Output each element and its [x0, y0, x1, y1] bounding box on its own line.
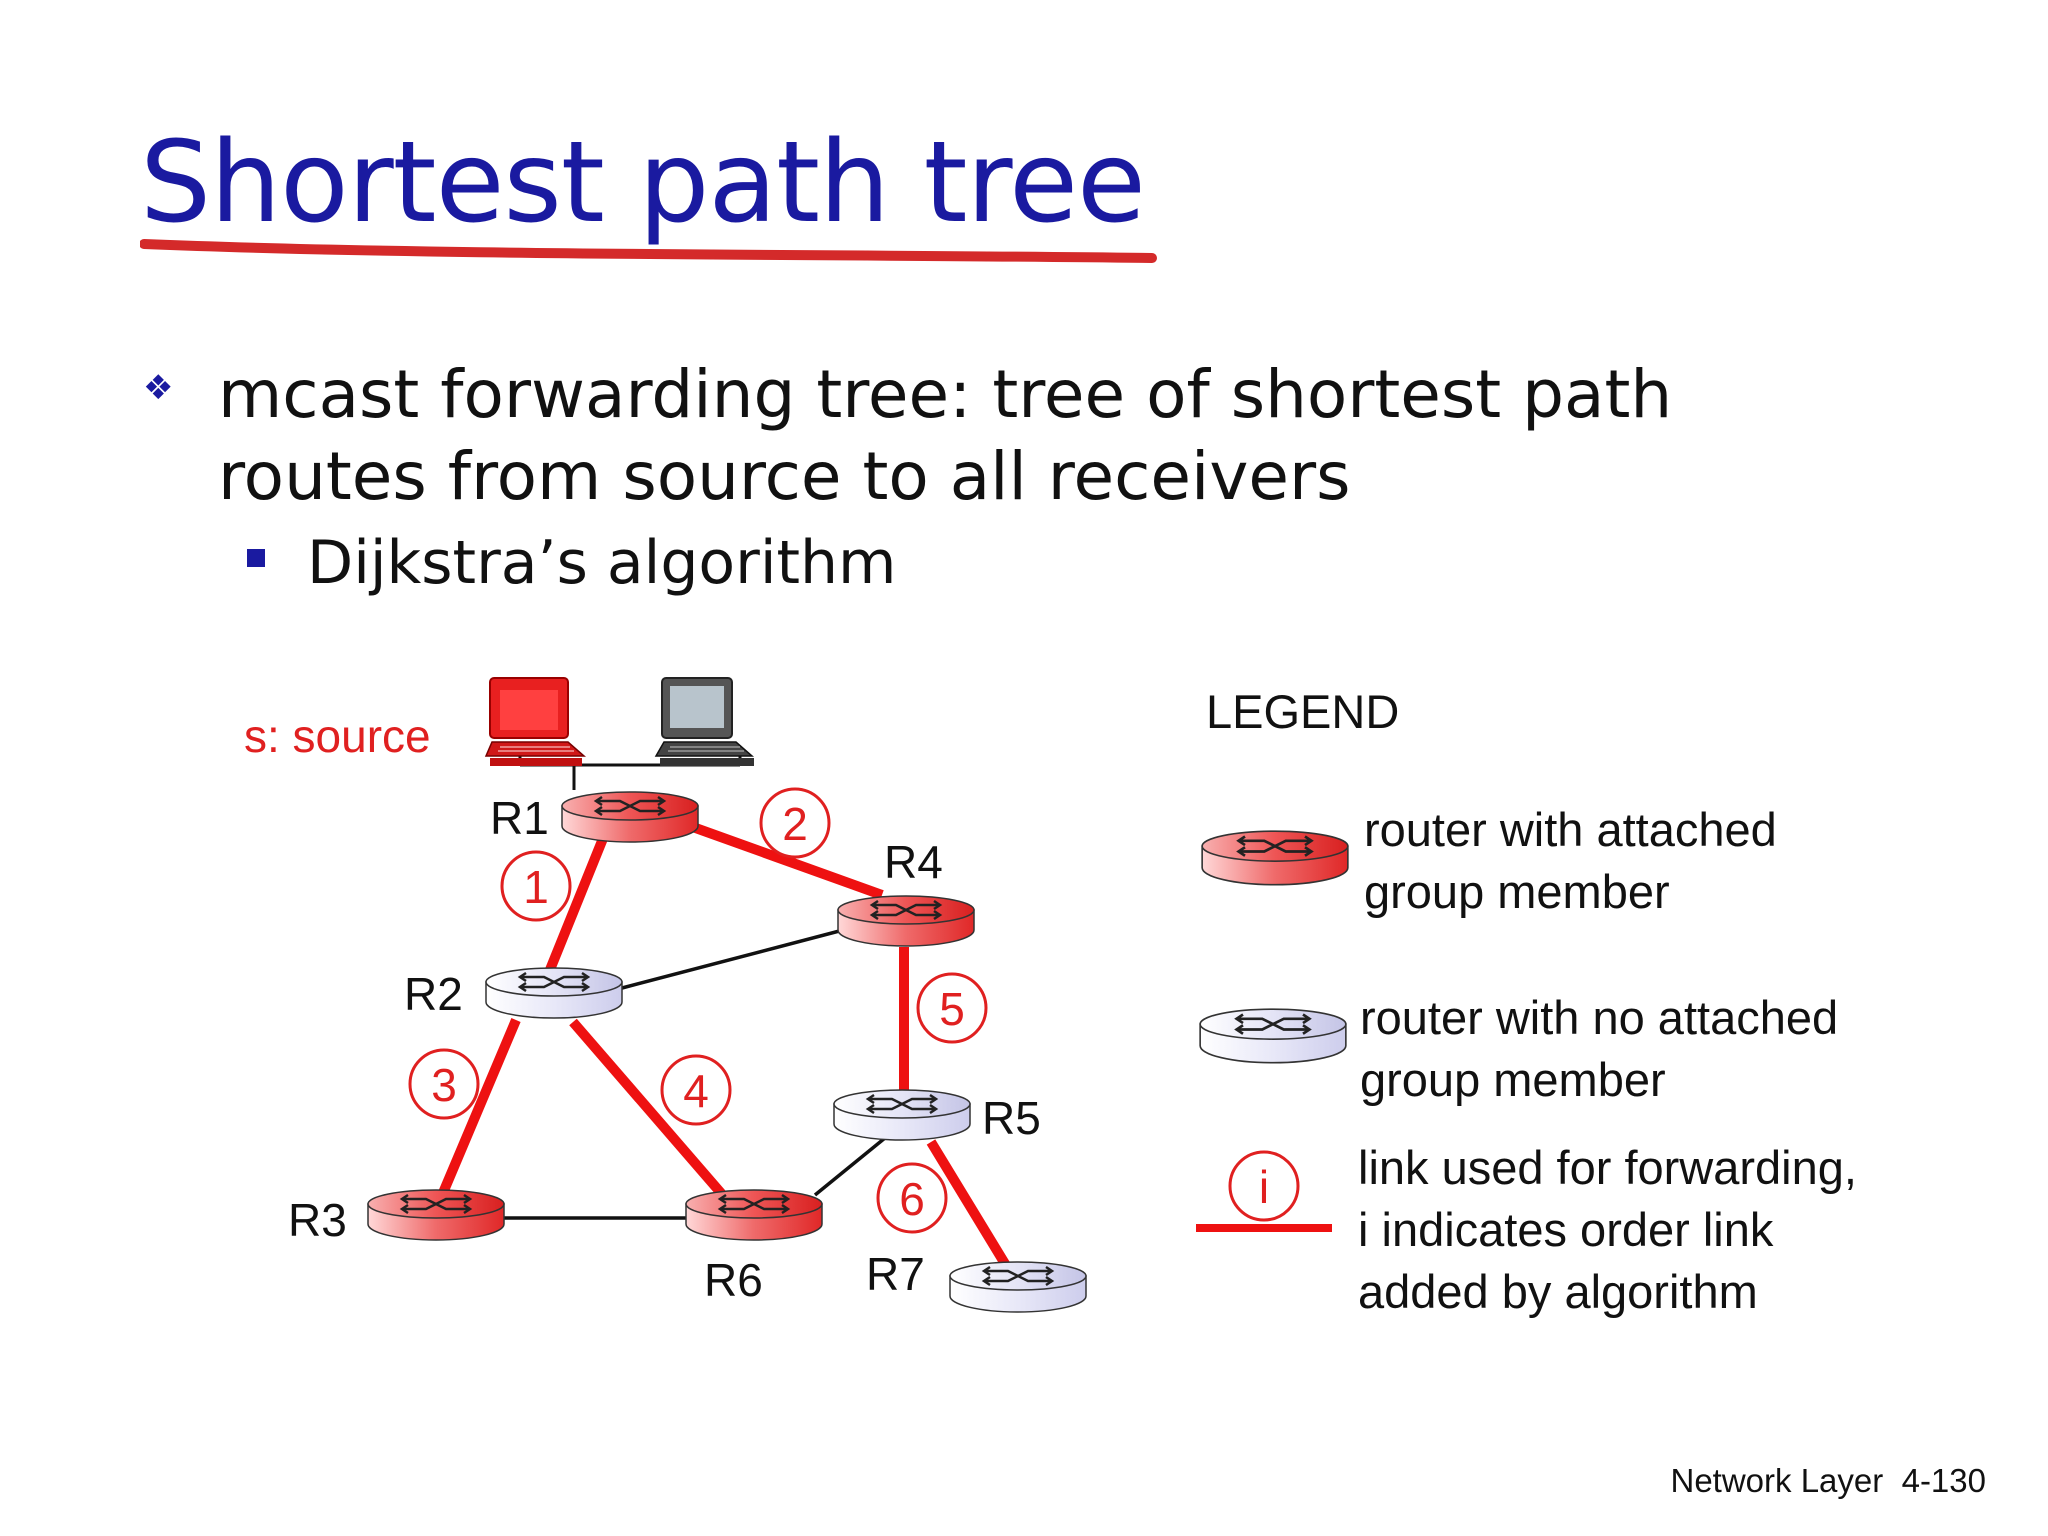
bullet-text: mcast forwarding tree: tree of shortest …	[218, 356, 1673, 515]
forwarding-link-3	[435, 1018, 521, 1202]
slide-title: Shortest path tree	[140, 118, 1146, 248]
router-R5	[832, 1088, 972, 1142]
router-label-R1: R1	[490, 792, 549, 844]
order-marker-4: 4	[660, 1054, 732, 1126]
order-marker-1: 1	[500, 850, 572, 922]
link-R6-R5	[813, 1136, 887, 1197]
source-computer-icon	[484, 677, 586, 766]
source-label: s: source	[244, 710, 431, 762]
router-label-R7: R7	[866, 1248, 925, 1300]
legend-nonmember-line2: group member	[1360, 1053, 1666, 1106]
forwarding-link-2	[688, 821, 884, 900]
router-label-R5: R5	[982, 1092, 1041, 1144]
router-label-R3: R3	[288, 1194, 347, 1246]
svg-text:6: 6	[899, 1173, 925, 1225]
forwarding-link-1	[536, 834, 609, 994]
slide-footer: Network Layer 4-130	[1671, 1462, 1987, 1500]
legend-link-marker: i	[1196, 1150, 1332, 1232]
footer-section: Network Layer	[1670, 1462, 1884, 1499]
legend-member-line1: router with attached	[1364, 803, 1777, 856]
legend-link-line1: link used for forwarding,	[1358, 1141, 1857, 1194]
router-R1	[560, 790, 700, 844]
router-R4	[836, 894, 976, 948]
legend-title: LEGEND	[1206, 685, 1399, 738]
title-underline	[140, 239, 1157, 263]
legend-link-line3: added by algorithm	[1358, 1265, 1758, 1318]
router-R6	[684, 1188, 824, 1242]
order-marker-3: 3	[408, 1048, 480, 1120]
router-label-R4: R4	[884, 836, 943, 888]
router-R2	[484, 966, 624, 1020]
svg-text:1: 1	[523, 861, 549, 913]
router-R3	[366, 1188, 506, 1242]
host-computer-icon	[654, 677, 754, 766]
svg-text:2: 2	[782, 798, 808, 850]
router-label-R2: R2	[404, 968, 463, 1020]
legend-nonmember-line1: router with no attached	[1360, 991, 1838, 1044]
link-R2-R4	[621, 922, 867, 990]
square-bullet-icon	[247, 549, 265, 567]
svg-text:i: i	[1259, 1161, 1269, 1213]
forwarding-link-4	[569, 1018, 731, 1204]
legend: LEGEND router with attached group member…	[1196, 685, 1857, 1318]
diamond-bullet-icon: ❖	[143, 368, 174, 408]
legend-member-line2: group member	[1364, 865, 1670, 918]
non-forwarding-links	[504, 922, 887, 1220]
svg-text:5: 5	[939, 983, 965, 1035]
order-marker-6: 6	[876, 1162, 948, 1234]
legend-nonmember-router-icon	[1200, 1009, 1346, 1063]
router-label-R6: R6	[704, 1254, 763, 1306]
order-marker-5: 5	[916, 972, 988, 1044]
legend-link-line2: i indicates order link	[1358, 1203, 1774, 1256]
sub-bullet-text: Dijkstra’s algorithm	[307, 528, 897, 598]
router-R7	[948, 1260, 1088, 1314]
forwarding-links	[435, 821, 1015, 1275]
svg-text:3: 3	[431, 1059, 457, 1111]
forwarding-link-6	[926, 1139, 1015, 1275]
order-marker-2: 2	[759, 787, 831, 859]
svg-text:4: 4	[683, 1065, 709, 1117]
legend-member-router-icon	[1202, 831, 1348, 885]
footer-page-number: 4-130	[1901, 1462, 1986, 1499]
